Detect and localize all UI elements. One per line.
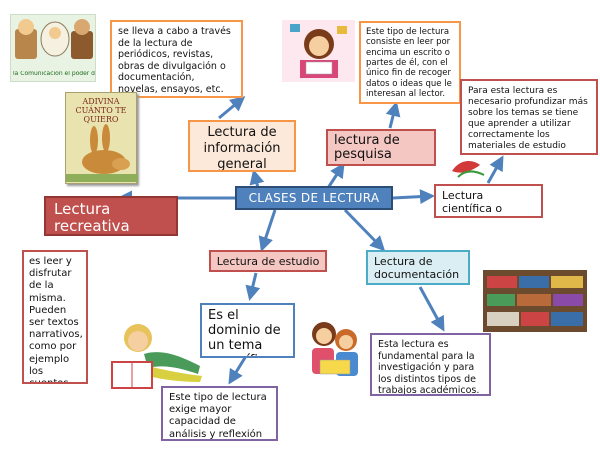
arrow-to-pesquisa xyxy=(326,162,345,189)
cartoon-readers-image: la Comunicación el poder de leer. F xyxy=(10,14,96,82)
desc-documentacion: Esta lectura es fundamental para la inve… xyxy=(370,333,491,396)
kids-reading-image xyxy=(306,318,364,386)
node-pesquisa: lectura de pesquisa xyxy=(326,129,436,166)
desc-estudio: Este tipo de lectura exige mayor capacid… xyxy=(161,386,278,441)
node-cientifica: Lectura científica o técnica xyxy=(434,184,543,218)
library-shelves-image xyxy=(483,270,587,332)
children-reading-icon xyxy=(312,322,358,376)
desc-informacion-general: se lleva a cabo a través de la lectura d… xyxy=(110,20,243,98)
girl-reading-image xyxy=(282,20,355,82)
desc-recreativa: es leer y disfrutar de la misma. Pueden … xyxy=(22,250,88,384)
arrow-to-cientifica xyxy=(392,189,435,205)
arrow-to-estudio xyxy=(258,209,277,252)
arrow-to-documentacion xyxy=(343,208,386,252)
node-dominio: Es el dominio de un tema específico xyxy=(200,303,295,358)
cartoon-characters-icon xyxy=(15,19,93,59)
node-estudio: Lectura de estudio xyxy=(209,250,327,272)
book-title: ADIVINA CUÁNTO TE QUIERO xyxy=(75,97,127,124)
girl-reading-icon xyxy=(290,24,347,78)
node-recreativa: Lectura recreativa xyxy=(44,196,178,236)
node-documentacion: Lectura de documentación xyxy=(366,250,470,285)
leaf-decoration-icon xyxy=(450,157,488,181)
arrow-to-general xyxy=(249,169,265,189)
arrow-to-estudio-desc xyxy=(228,355,248,385)
arrow-to-general-desc xyxy=(218,96,246,120)
cartoon-caption: la Comunicación el poder de leer. F xyxy=(13,71,95,77)
arrow-to-cientifica-desc xyxy=(486,155,504,184)
arrow-to-dominio xyxy=(245,272,261,301)
desc-pesquisa: Este tipo de lectura consiste en leer po… xyxy=(359,21,461,104)
boy-reading-image xyxy=(104,318,204,396)
hares-illustration-icon xyxy=(66,124,138,183)
arrow-to-documentacion-desc xyxy=(418,286,445,332)
desc-cientifica: Para esta lectura es necesario profundiz… xyxy=(460,79,598,155)
bookshelf-icon xyxy=(483,270,587,332)
boy-lying-reading-icon xyxy=(111,324,202,389)
book-cover-image: ADIVINA CUÁNTO TE QUIERO xyxy=(65,92,138,184)
node-informacion-general: Lectura de información general xyxy=(188,120,296,172)
central-node: CLASES DE LECTURA xyxy=(235,186,393,210)
arrow-to-pesquisa-desc xyxy=(385,101,401,129)
